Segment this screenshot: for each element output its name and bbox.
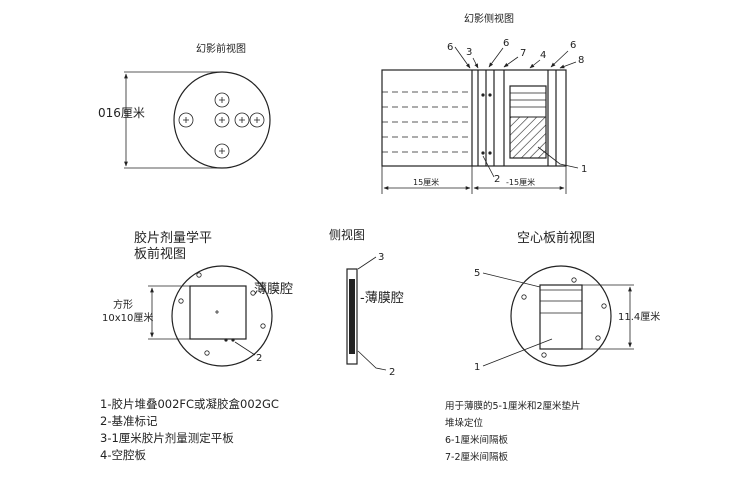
callout-6: 6	[570, 40, 576, 51]
callout-1: 1	[581, 164, 587, 175]
hollow-plate-view: 空心板前视图 11.4厘米 5 1	[474, 230, 660, 373]
legend-item: 堆垛定位	[445, 418, 484, 429]
insert-hole	[214, 112, 230, 128]
diameter-label: 016厘米	[98, 106, 145, 120]
legend-item: 4-空腔板	[100, 448, 146, 462]
fiducial-dot	[488, 151, 492, 155]
legend-item: 3-1厘米胶片剂量测定平板	[100, 431, 234, 445]
insert-hole	[178, 112, 194, 128]
phantom-body	[381, 69, 567, 167]
insert-hole	[249, 112, 265, 128]
hollow-plate-title: 空心板前视图	[517, 230, 595, 246]
callout-7: 7	[520, 48, 526, 59]
legend-item: 2-基准标记	[100, 414, 158, 428]
hatched-film	[509, 116, 547, 159]
legend-item: 6-1厘米间隔板	[445, 435, 509, 446]
callout-3: 3	[466, 47, 472, 58]
side-dimensions: 15厘米 -15厘米	[381, 166, 567, 194]
spacer-plates	[471, 70, 557, 166]
legend-right: 用于薄膜的5-1厘米和2厘米垫片 堆垛定位 6-1厘米间隔板 7-2厘米间隔板	[445, 398, 581, 466]
hollow-cavity	[539, 284, 583, 350]
film-plate-title-line2: 板前视图	[134, 246, 186, 262]
side-view: 幻影侧视图	[381, 12, 587, 194]
plate-film-label: -薄膜腔	[360, 291, 404, 306]
callout-6: 6	[503, 38, 509, 49]
plate-edge	[346, 268, 358, 365]
callout-6: 6	[447, 42, 453, 53]
callout-2: 2	[494, 174, 500, 185]
fiducial-dot	[481, 151, 485, 155]
fiducial-dot	[488, 93, 492, 97]
fiducial-dot	[481, 93, 485, 97]
legend-left: 1-胶片堆叠002FC或凝胶盒002GC 2-基准标记 3-1厘米胶片剂量测定平…	[100, 396, 279, 464]
insert-hole	[214, 92, 230, 108]
legend-item: 1-胶片堆叠002FC或凝胶盒002GC	[100, 397, 279, 411]
callout-1: 1	[474, 362, 480, 373]
hollow-dim-label: 11.4厘米	[618, 310, 660, 323]
size-label-line2: 10x10厘米	[102, 311, 153, 324]
insert-hole	[234, 112, 250, 128]
plate-screw-holes	[178, 272, 266, 356]
callout-5: 5	[474, 268, 480, 279]
fiducial-dot	[224, 338, 228, 342]
insert-hole	[214, 143, 230, 159]
callout-8: 8	[578, 55, 584, 66]
film-plate-title-line1: 胶片剂量学平	[134, 230, 212, 246]
fiducial-dot	[231, 338, 235, 342]
film-cavity-label: 薄膜腔	[254, 282, 293, 297]
callout-2: 2	[389, 367, 395, 378]
side-view-title: 幻影侧视图	[464, 12, 514, 25]
callout-2: 2	[256, 353, 262, 364]
bore-lines	[382, 91, 472, 153]
side-callouts: 6 3 6 7 4 6 8 1 2	[447, 38, 587, 185]
film-plate-disc	[171, 265, 273, 367]
size-label-line1: 方形	[113, 298, 133, 311]
film-stack	[509, 85, 547, 159]
legend-item: 7-2厘米间隔板	[445, 452, 509, 463]
callout-3: 3	[378, 252, 384, 263]
dim-right-label: -15厘米	[506, 177, 535, 187]
plate-side-view: 侧视图 -薄膜腔 3 2	[329, 227, 404, 378]
hollow-plate-disc	[510, 265, 612, 367]
dim-left-label: 15厘米	[413, 177, 439, 187]
plate-side-title: 侧视图	[329, 227, 365, 242]
hollow-plate-holes	[521, 277, 607, 358]
legend-item: 用于薄膜的5-1厘米和2厘米垫片	[445, 401, 581, 412]
film-plate-view: 胶片剂量学平 板前视图 薄膜腔 方形 10x10厘米 2	[102, 230, 293, 367]
film-cavity	[189, 285, 247, 340]
callout-4: 4	[540, 50, 546, 61]
insert-holes	[178, 92, 265, 159]
front-view-title: 幻影前视图	[196, 42, 246, 55]
front-view: 幻影前视图 016厘米	[98, 42, 271, 169]
